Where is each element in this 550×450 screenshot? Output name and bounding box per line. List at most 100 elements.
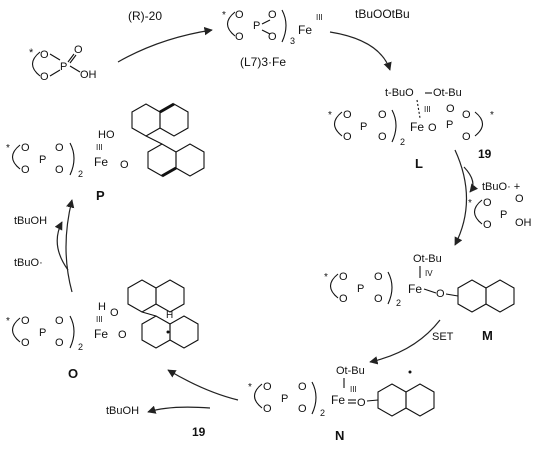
label-N: N — [335, 428, 344, 443]
svg-text:H: H — [166, 310, 173, 321]
svg-text:*: * — [248, 382, 252, 393]
svg-text:*: * — [6, 316, 10, 327]
svg-text:2: 2 — [400, 137, 405, 147]
svg-text:H: H — [98, 301, 106, 313]
phosphoric-acid-left: * O O P O OH — [29, 44, 97, 83]
svg-text:O: O — [263, 403, 272, 415]
svg-text:O: O — [55, 337, 64, 349]
label-P: P — [96, 188, 105, 203]
svg-text:O: O — [339, 293, 348, 305]
svg-text:O: O — [55, 315, 64, 327]
svg-text:O: O — [428, 122, 437, 134]
reagent-19-top: 19 — [478, 147, 492, 161]
svg-text:III: III — [96, 143, 103, 152]
svg-text:Fe: Fe — [298, 23, 312, 37]
svg-text:Fe: Fe — [408, 282, 422, 296]
svg-text:O: O — [343, 109, 352, 121]
intermediate-O: * O O P O O 2 Fe III H O O H — [6, 279, 199, 352]
catalyst-label: (L7)3·Fe — [240, 55, 286, 69]
tbuo-left-label: tBuO· — [14, 257, 43, 269]
star-label: * — [29, 47, 34, 59]
svg-text:O: O — [118, 329, 127, 341]
svg-text:O: O — [55, 142, 64, 154]
svg-text:Ot-Bu: Ot-Bu — [413, 253, 442, 265]
cycle-arrows — [54, 26, 478, 414]
svg-text:Ot-Bu: Ot-Bu — [433, 87, 462, 99]
svg-text:O: O — [343, 131, 352, 143]
svg-text:P: P — [60, 61, 67, 73]
tbuootbu-label: tBuOOtBu — [355, 7, 410, 21]
svg-text:2: 2 — [78, 342, 83, 352]
svg-text:O: O — [374, 293, 383, 305]
svg-text:P: P — [357, 283, 364, 295]
svg-text:*: * — [222, 10, 226, 21]
svg-text:Fe: Fe — [331, 393, 345, 407]
svg-text:*: * — [6, 143, 10, 154]
svg-text:Fe: Fe — [94, 155, 108, 169]
phosphoric-acid-right: * O O P O OH — [468, 193, 532, 231]
svg-text:2: 2 — [396, 298, 401, 308]
svg-text:O: O — [436, 288, 445, 300]
svg-text:O: O — [235, 31, 244, 43]
svg-text:Ot-Bu: Ot-Bu — [336, 365, 365, 377]
svg-text:O: O — [462, 109, 471, 121]
svg-text:III: III — [96, 315, 103, 324]
svg-text:O: O — [263, 381, 272, 393]
svg-text:III: III — [350, 385, 357, 394]
tbuo-plus-label: tBuO· + — [482, 181, 520, 193]
svg-text:O: O — [268, 31, 277, 43]
tbuoh-bottom-label: tBuOH — [106, 405, 139, 417]
svg-text:HO: HO — [98, 129, 115, 141]
reagent-19-bottom: 19 — [192, 425, 206, 439]
svg-text:2: 2 — [78, 169, 83, 179]
svg-text:P: P — [281, 393, 288, 405]
svg-text:2: 2 — [320, 408, 325, 418]
svg-text:O: O — [268, 9, 277, 21]
iron-catalyst-top: * O O P O O 3 Fe III — [222, 9, 323, 46]
svg-text:*: * — [468, 198, 472, 209]
svg-text:O: O — [40, 71, 49, 83]
label-O: O — [68, 366, 78, 381]
svg-text:O: O — [235, 9, 244, 21]
svg-text:O: O — [55, 164, 64, 176]
svg-text:O: O — [298, 381, 307, 393]
svg-text:P: P — [253, 20, 260, 32]
svg-text:Fe: Fe — [410, 120, 424, 134]
svg-text:O: O — [21, 142, 30, 154]
svg-text:O: O — [378, 109, 387, 121]
intermediate-M: Ot-Bu IV * O O P O O 2 Fe O — [324, 253, 515, 313]
svg-text:III: III — [316, 13, 323, 22]
svg-text:O: O — [74, 44, 83, 56]
svg-text:OH: OH — [515, 217, 532, 229]
svg-text:OH: OH — [80, 69, 97, 81]
r20-label: (R)-20 — [128, 9, 162, 23]
svg-text:P: P — [39, 154, 46, 166]
svg-text:O: O — [21, 164, 30, 176]
svg-text:O: O — [515, 193, 524, 205]
set-label: SET — [432, 331, 454, 343]
label-L: L — [415, 156, 423, 171]
svg-text:P: P — [39, 327, 46, 339]
label-M: M — [482, 328, 493, 343]
svg-text:O: O — [21, 315, 30, 327]
svg-text:O: O — [378, 131, 387, 143]
svg-text:O: O — [298, 403, 307, 415]
svg-text:Fe: Fe — [94, 327, 108, 341]
tbuoh-left-label: tBuOH — [14, 215, 47, 227]
svg-text:*: * — [490, 110, 494, 121]
svg-text:O: O — [462, 131, 471, 143]
svg-text:3: 3 — [290, 36, 295, 46]
svg-text:*: * — [328, 110, 332, 121]
svg-text:t-BuO: t-BuO — [385, 87, 414, 99]
svg-text:O: O — [110, 307, 119, 319]
svg-text:O: O — [374, 271, 383, 283]
intermediate-L: t-BuO Ot-Bu III * O O P O O 2 Fe O P O O… — [328, 87, 494, 147]
svg-text:O: O — [446, 103, 455, 115]
intermediate-N: Ot-Bu III * O O P O O 2 Fe O — [248, 365, 435, 418]
svg-text:III: III — [424, 105, 431, 114]
intermediate-P: * O O P O O 2 Fe III HO O — [6, 102, 205, 179]
svg-text:*: * — [324, 272, 328, 283]
svg-text:O: O — [483, 197, 492, 209]
svg-text:P: P — [360, 121, 367, 133]
